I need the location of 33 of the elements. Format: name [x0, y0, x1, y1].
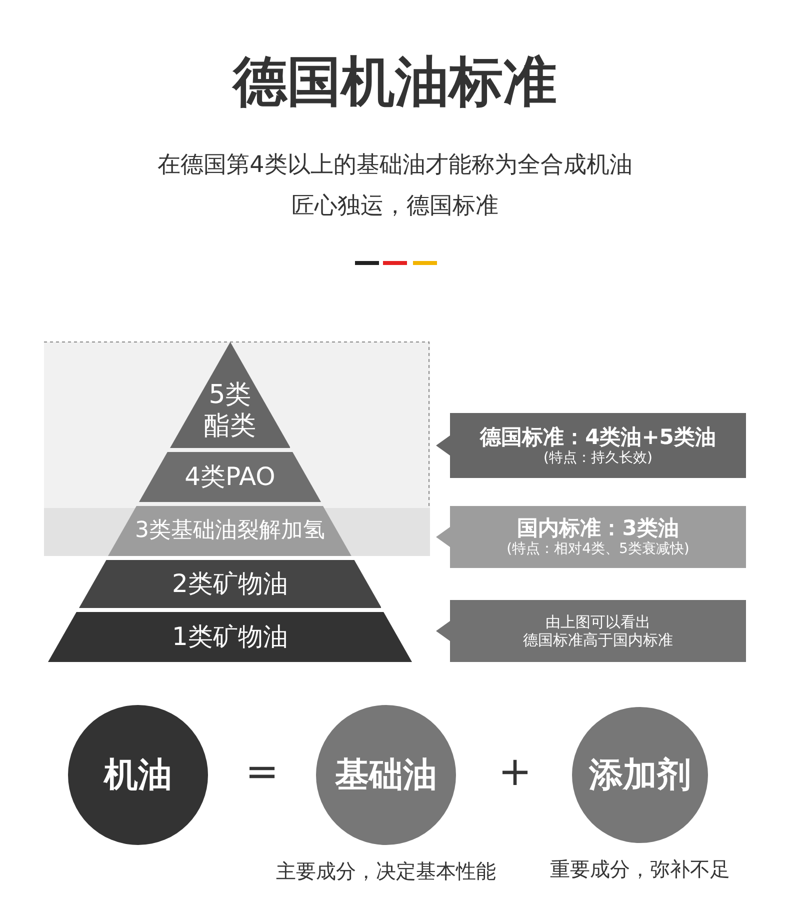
- title: 德国机油标准: [231, 50, 558, 115]
- layer-label: 3类基础油裂解加氢: [134, 518, 325, 544]
- circle: [572, 707, 708, 843]
- plus-sign: +: [497, 748, 533, 796]
- banner-text: (特点：相对4类、5类衰减快): [506, 541, 690, 558]
- layer-label: 酯类: [204, 410, 256, 442]
- pyramid-layer: [108, 506, 352, 556]
- info-banner: [436, 506, 746, 568]
- layer-label: 4类PAO: [184, 462, 276, 492]
- layer-label: 1类矿物油: [172, 622, 288, 652]
- circle: [68, 705, 208, 845]
- circle-label: 机油: [104, 754, 172, 796]
- pyramid-layer: [170, 342, 290, 448]
- pyramid-layer: [139, 452, 321, 502]
- info-banner: [436, 413, 746, 478]
- pyramid-layer: [78, 560, 382, 608]
- banner-text: 德国标准高于国内标准: [523, 631, 673, 649]
- subtitle: 在德国第4类以上的基础油才能称为全合成机油: [156, 152, 634, 180]
- info-banner: [436, 600, 746, 662]
- circle-label: 添加剂: [589, 754, 691, 796]
- layer-label: 2类矿物油: [172, 569, 288, 599]
- subtitle: 匠心独运，德国标准: [290, 193, 500, 221]
- banner-text: 国内标准：3类油: [517, 516, 679, 541]
- equals-sign: =: [244, 748, 280, 796]
- node-label: 主要成分，决定基本性能: [275, 859, 497, 883]
- circle-label: 基础油: [335, 754, 437, 796]
- banner-text: 德国标准：4类油+5类油: [480, 424, 716, 450]
- circle: [316, 705, 456, 845]
- banner-text: (特点：持久长效): [544, 450, 652, 466]
- layer-label: 5类: [208, 380, 252, 411]
- node-label: 重要成分，弥补不足: [549, 857, 731, 881]
- banner-text: 由上图可以看出: [546, 613, 650, 631]
- pyramid-layer: [48, 612, 412, 662]
